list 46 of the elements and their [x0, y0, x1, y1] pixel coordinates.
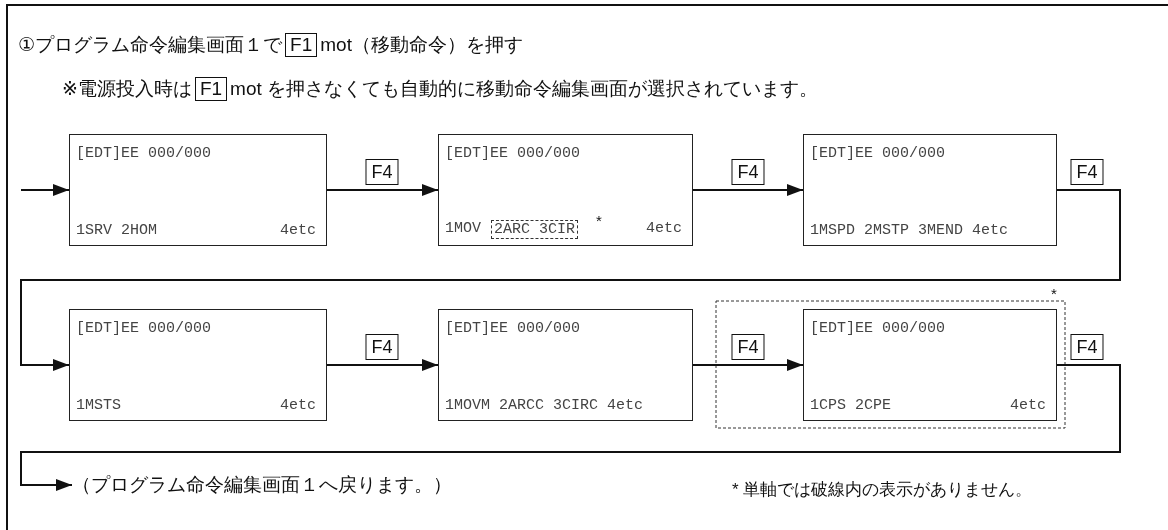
edge-label: F4	[365, 159, 399, 185]
screen-text: [EDT]EE 000/000	[445, 145, 581, 162]
instruction-text: mot（移動命令）を押す	[320, 33, 523, 57]
screen-text: 1MSPD 2MSTP 3MEND 4etc	[810, 222, 1009, 239]
arrow	[20, 184, 70, 196]
arrow	[692, 184, 804, 196]
key-label: F1	[194, 77, 228, 101]
screen-text: 1MOVM 2ARCC 3CIRC 4etc	[445, 397, 644, 414]
instruction-text: mot を押さなくても自動的に移動命令編集画面が選択されています。	[230, 77, 819, 101]
edge-label: F4	[365, 334, 399, 360]
lcd-screen	[438, 309, 693, 421]
lcd-screen	[69, 309, 327, 421]
instruction-text: ①プログラム命令編集画面１で	[18, 33, 283, 57]
edge-label: F4	[731, 159, 765, 185]
screen-text: 4etc	[1010, 397, 1046, 414]
lcd-screen	[803, 134, 1057, 246]
key-label: F1	[285, 33, 318, 57]
lcd-screen	[69, 134, 327, 246]
screen-text: [EDT]EE 000/000	[76, 145, 212, 162]
screen-text: [EDT]EE 000/000	[76, 320, 212, 337]
note-text: （プログラム命令編集画面１へ戻ります。）	[72, 472, 452, 498]
arrow	[326, 359, 439, 371]
screen-text: 4etc	[646, 220, 682, 239]
arrow	[326, 184, 439, 196]
screen-text: 1SRV 2HOM	[76, 222, 157, 239]
screen-text: [EDT]EE 000/000	[445, 320, 581, 337]
screen-text: 4etc	[280, 222, 316, 239]
screen-text: [EDT]EE 000/000	[810, 320, 946, 337]
arrow	[692, 359, 804, 371]
screen-text: [EDT]EE 000/000	[810, 145, 946, 162]
dashed-menu-text: 2ARC 3CIR	[491, 220, 579, 239]
footnote-mark: *	[596, 212, 602, 229]
footnote-mark: *	[1051, 285, 1057, 302]
edge-label: F4	[1070, 159, 1104, 185]
arrow	[20, 189, 1121, 371]
footnote-text: * 単軸では破線内の表示がありません。	[732, 479, 1033, 501]
screen-text: 1CPS 2CPE	[810, 397, 891, 414]
arrow	[20, 364, 1121, 491]
edge-label: F4	[731, 334, 765, 360]
screen-text: 4etc	[280, 397, 316, 414]
screen-text: 1MOV	[445, 220, 481, 239]
lcd-screen	[438, 134, 693, 246]
edge-label: F4	[1070, 334, 1104, 360]
instruction-text: ※電源投入時は	[62, 77, 192, 101]
screen-text: 1MSTS	[76, 397, 121, 414]
lcd-screen	[803, 309, 1057, 421]
